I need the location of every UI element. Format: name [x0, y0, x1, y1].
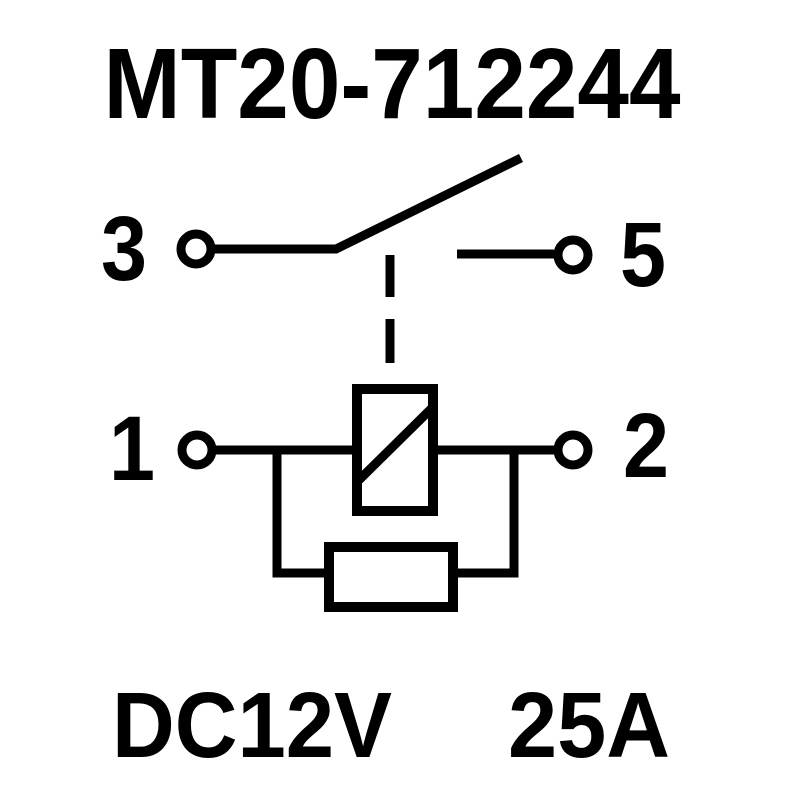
resistor-branch-left	[272, 446, 326, 578]
rating-voltage-label: DC12V	[112, 673, 392, 777]
resistor-box	[324, 542, 458, 612]
terminal-5-label: 5	[620, 204, 666, 306]
terminal-2-circle	[553, 430, 593, 470]
resistor-branch-right	[456, 446, 519, 578]
terminal-3-circle	[176, 229, 216, 269]
coil-diagonal-line	[354, 402, 438, 485]
switch-common-wire	[211, 153, 523, 254]
terminal-1-circle	[177, 430, 217, 470]
terminal-5-circle	[553, 235, 593, 275]
part-number-title: MT20-712244	[104, 28, 681, 140]
rating-current-label: 25A	[508, 673, 670, 777]
coil-box	[352, 384, 438, 516]
terminal-1-label: 1	[109, 398, 155, 500]
terminal-3-label: 3	[101, 198, 147, 300]
terminal-2-label: 2	[623, 395, 669, 497]
